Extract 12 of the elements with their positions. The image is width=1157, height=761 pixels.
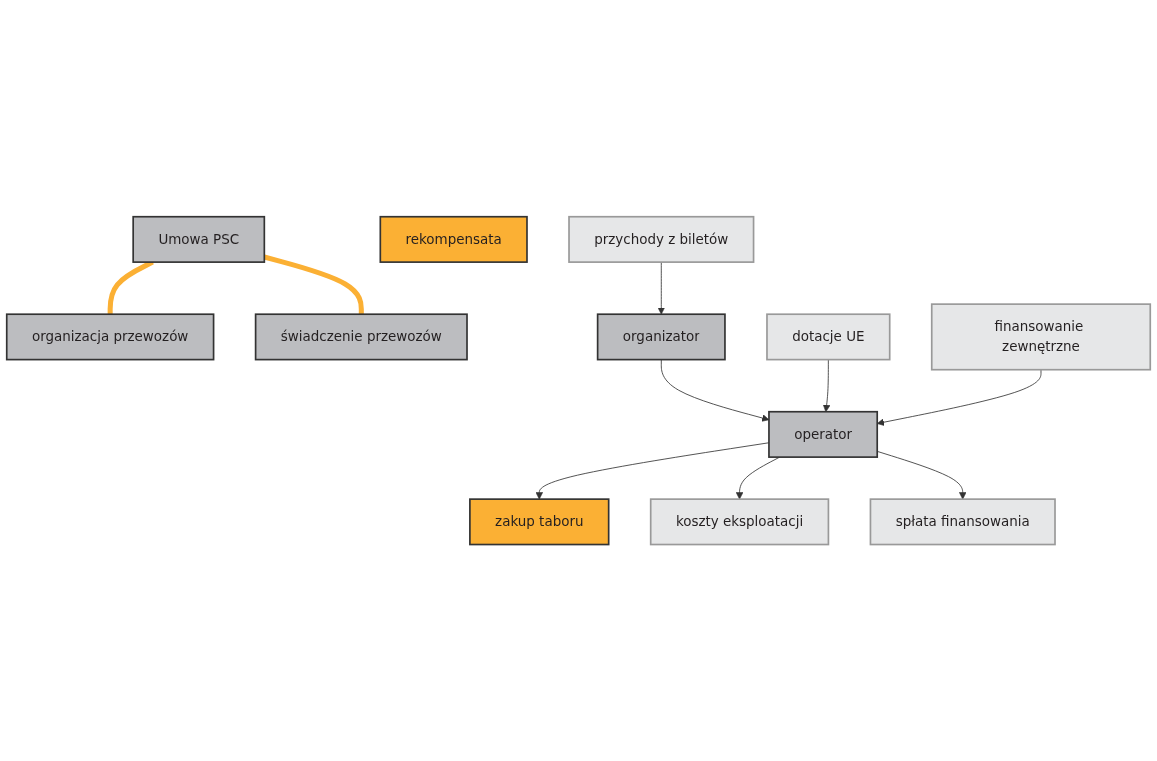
node-box: dotacje UE bbox=[766, 313, 891, 361]
node-box: finansowanie zewnętrzne bbox=[930, 303, 1152, 371]
node-box: rekompensata bbox=[379, 215, 528, 263]
node-box: Umowa PSC bbox=[132, 215, 266, 263]
node-box: koszty eksploatacji bbox=[649, 498, 830, 546]
node-box: zakup taboru bbox=[469, 498, 610, 546]
node-box: operator bbox=[768, 410, 879, 458]
node-box: organizacja przewozów bbox=[5, 313, 215, 361]
node-box: spłata finansowania bbox=[869, 498, 1056, 546]
node-box: organizator bbox=[596, 313, 726, 361]
node-box: przychody z biletów bbox=[568, 215, 755, 263]
node-box: świadczenie przewozów bbox=[254, 313, 468, 361]
